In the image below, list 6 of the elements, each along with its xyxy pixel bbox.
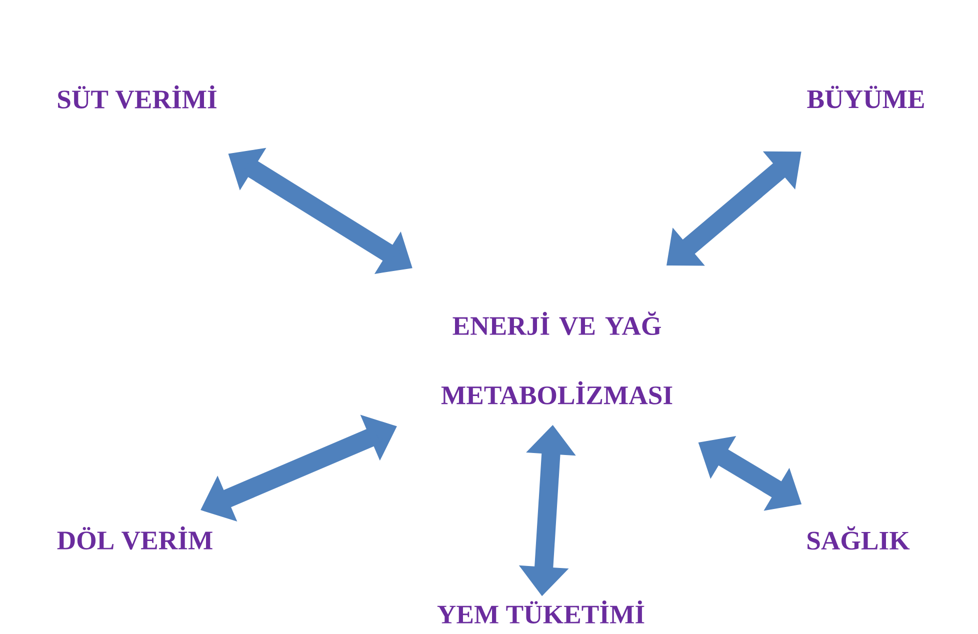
label-text: DÖL VERİM xyxy=(57,526,212,550)
label-text: YEM TÜKETİMİ xyxy=(437,600,644,624)
label-text: SAĞLIK xyxy=(808,526,910,550)
label-text: SÜT VERİMİ xyxy=(58,85,216,109)
label-text: BÜYÜME xyxy=(807,86,924,108)
label-text: ENERJİ VE YAĞ METABOLİZMASI xyxy=(441,312,672,404)
